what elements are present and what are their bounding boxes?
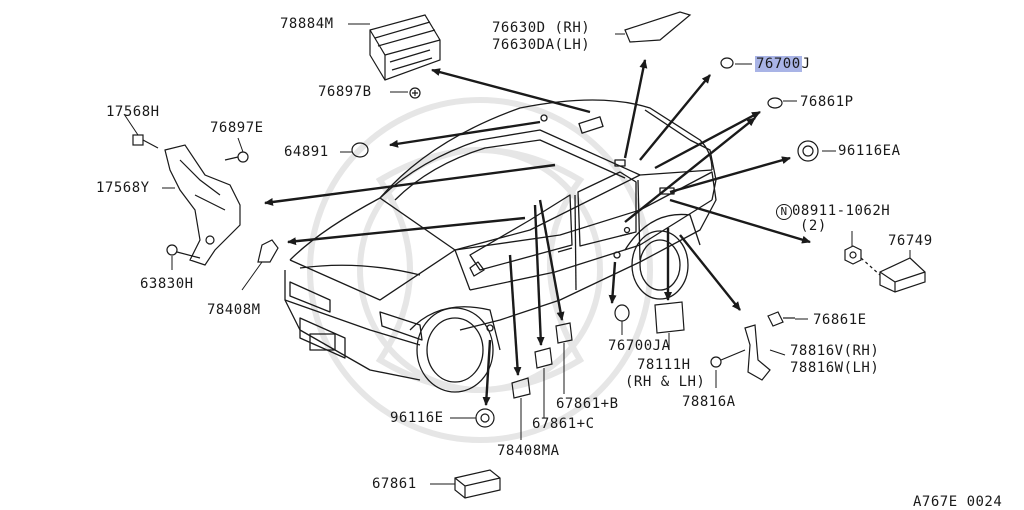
part-shapes: [132, 11, 926, 499]
part-17568H-shape[interactable]: [132, 134, 159, 149]
label-63830H: 63830H: [140, 276, 194, 292]
part-96116EA-shape[interactable]: [797, 140, 819, 162]
label-78111H-qty: (RH & LH): [625, 374, 706, 390]
label-76630D: 76630D (RH): [492, 20, 591, 36]
part-78884M-shape[interactable]: [369, 14, 441, 81]
label-76749: 76749: [888, 233, 933, 249]
part-96116E-shape[interactable]: [475, 408, 495, 428]
diagram-code: A767E 0024: [913, 494, 1003, 510]
part-76861E-shape[interactable]: [767, 311, 795, 327]
label-17568H: 17568H: [106, 104, 160, 120]
label-96116E: 96116E: [390, 410, 444, 426]
label-76700J-suffix: J: [801, 56, 811, 72]
leader-lines: [123, 23, 911, 485]
label-78816W: 78816W(LH): [790, 360, 880, 376]
label-67861: 67861: [372, 476, 417, 492]
label-96116EA: 96116EA: [838, 143, 901, 159]
label-76861P: 76861P: [800, 94, 854, 110]
label-08911-qty: (2): [800, 218, 827, 234]
part-76630D-shape[interactable]: [624, 11, 692, 43]
label-67861B: 67861+B: [556, 396, 619, 412]
label-67861C: 67861+C: [532, 416, 595, 432]
pointer-arrows: [264, 59, 811, 406]
car-illustration: [284, 99, 717, 393]
label-78816V: 78816V(RH): [790, 343, 880, 359]
part-76700JA-shape[interactable]: [614, 304, 630, 322]
label-78111H: 78111H: [637, 357, 691, 373]
part-67861B-shape[interactable]: [555, 322, 573, 344]
label-76700J: 76700J: [755, 56, 811, 72]
label-78408M: 78408M: [207, 302, 261, 318]
label-17568Y: 17568Y: [96, 180, 150, 196]
label-76897B: 76897B: [318, 84, 372, 100]
label-08911-marker: N: [776, 204, 792, 220]
label-78884M: 78884M: [280, 16, 334, 32]
part-76861P-shape[interactable]: [767, 97, 783, 109]
part-08911-shape[interactable]: [844, 245, 862, 265]
label-76897E: 76897E: [210, 120, 264, 136]
part-78816V-shape[interactable]: [744, 324, 771, 381]
label-76630DA: 76630DA(LH): [492, 37, 591, 53]
part-63830H-shape[interactable]: [166, 244, 201, 259]
label-76861E: 76861E: [813, 312, 867, 328]
label-64891: 64891: [284, 144, 329, 160]
label-78816A: 78816A: [682, 394, 736, 410]
part-67861C-shape[interactable]: [534, 347, 553, 369]
part-76749-shape[interactable]: [879, 257, 926, 293]
part-78816A-shape[interactable]: [710, 349, 746, 368]
part-76700J-shape[interactable]: [720, 57, 734, 69]
label-76700J-highlight: 76700: [755, 56, 802, 72]
part-78111H-shape[interactable]: [654, 301, 685, 334]
part-78408MA-shape[interactable]: [511, 377, 531, 399]
part-64891-shape[interactable]: [351, 142, 369, 158]
part-67861-shape[interactable]: [454, 469, 501, 499]
label-78408MA: 78408MA: [497, 443, 560, 459]
part-76897E-shape[interactable]: [224, 151, 249, 163]
part-17568Y-shape[interactable]: [164, 144, 241, 266]
label-08911-number: 08911-1062H: [792, 203, 891, 219]
part-78408M-shape[interactable]: [257, 239, 279, 263]
part-76897B-shape[interactable]: [409, 87, 421, 99]
label-76700JA: 76700JA: [608, 338, 671, 354]
